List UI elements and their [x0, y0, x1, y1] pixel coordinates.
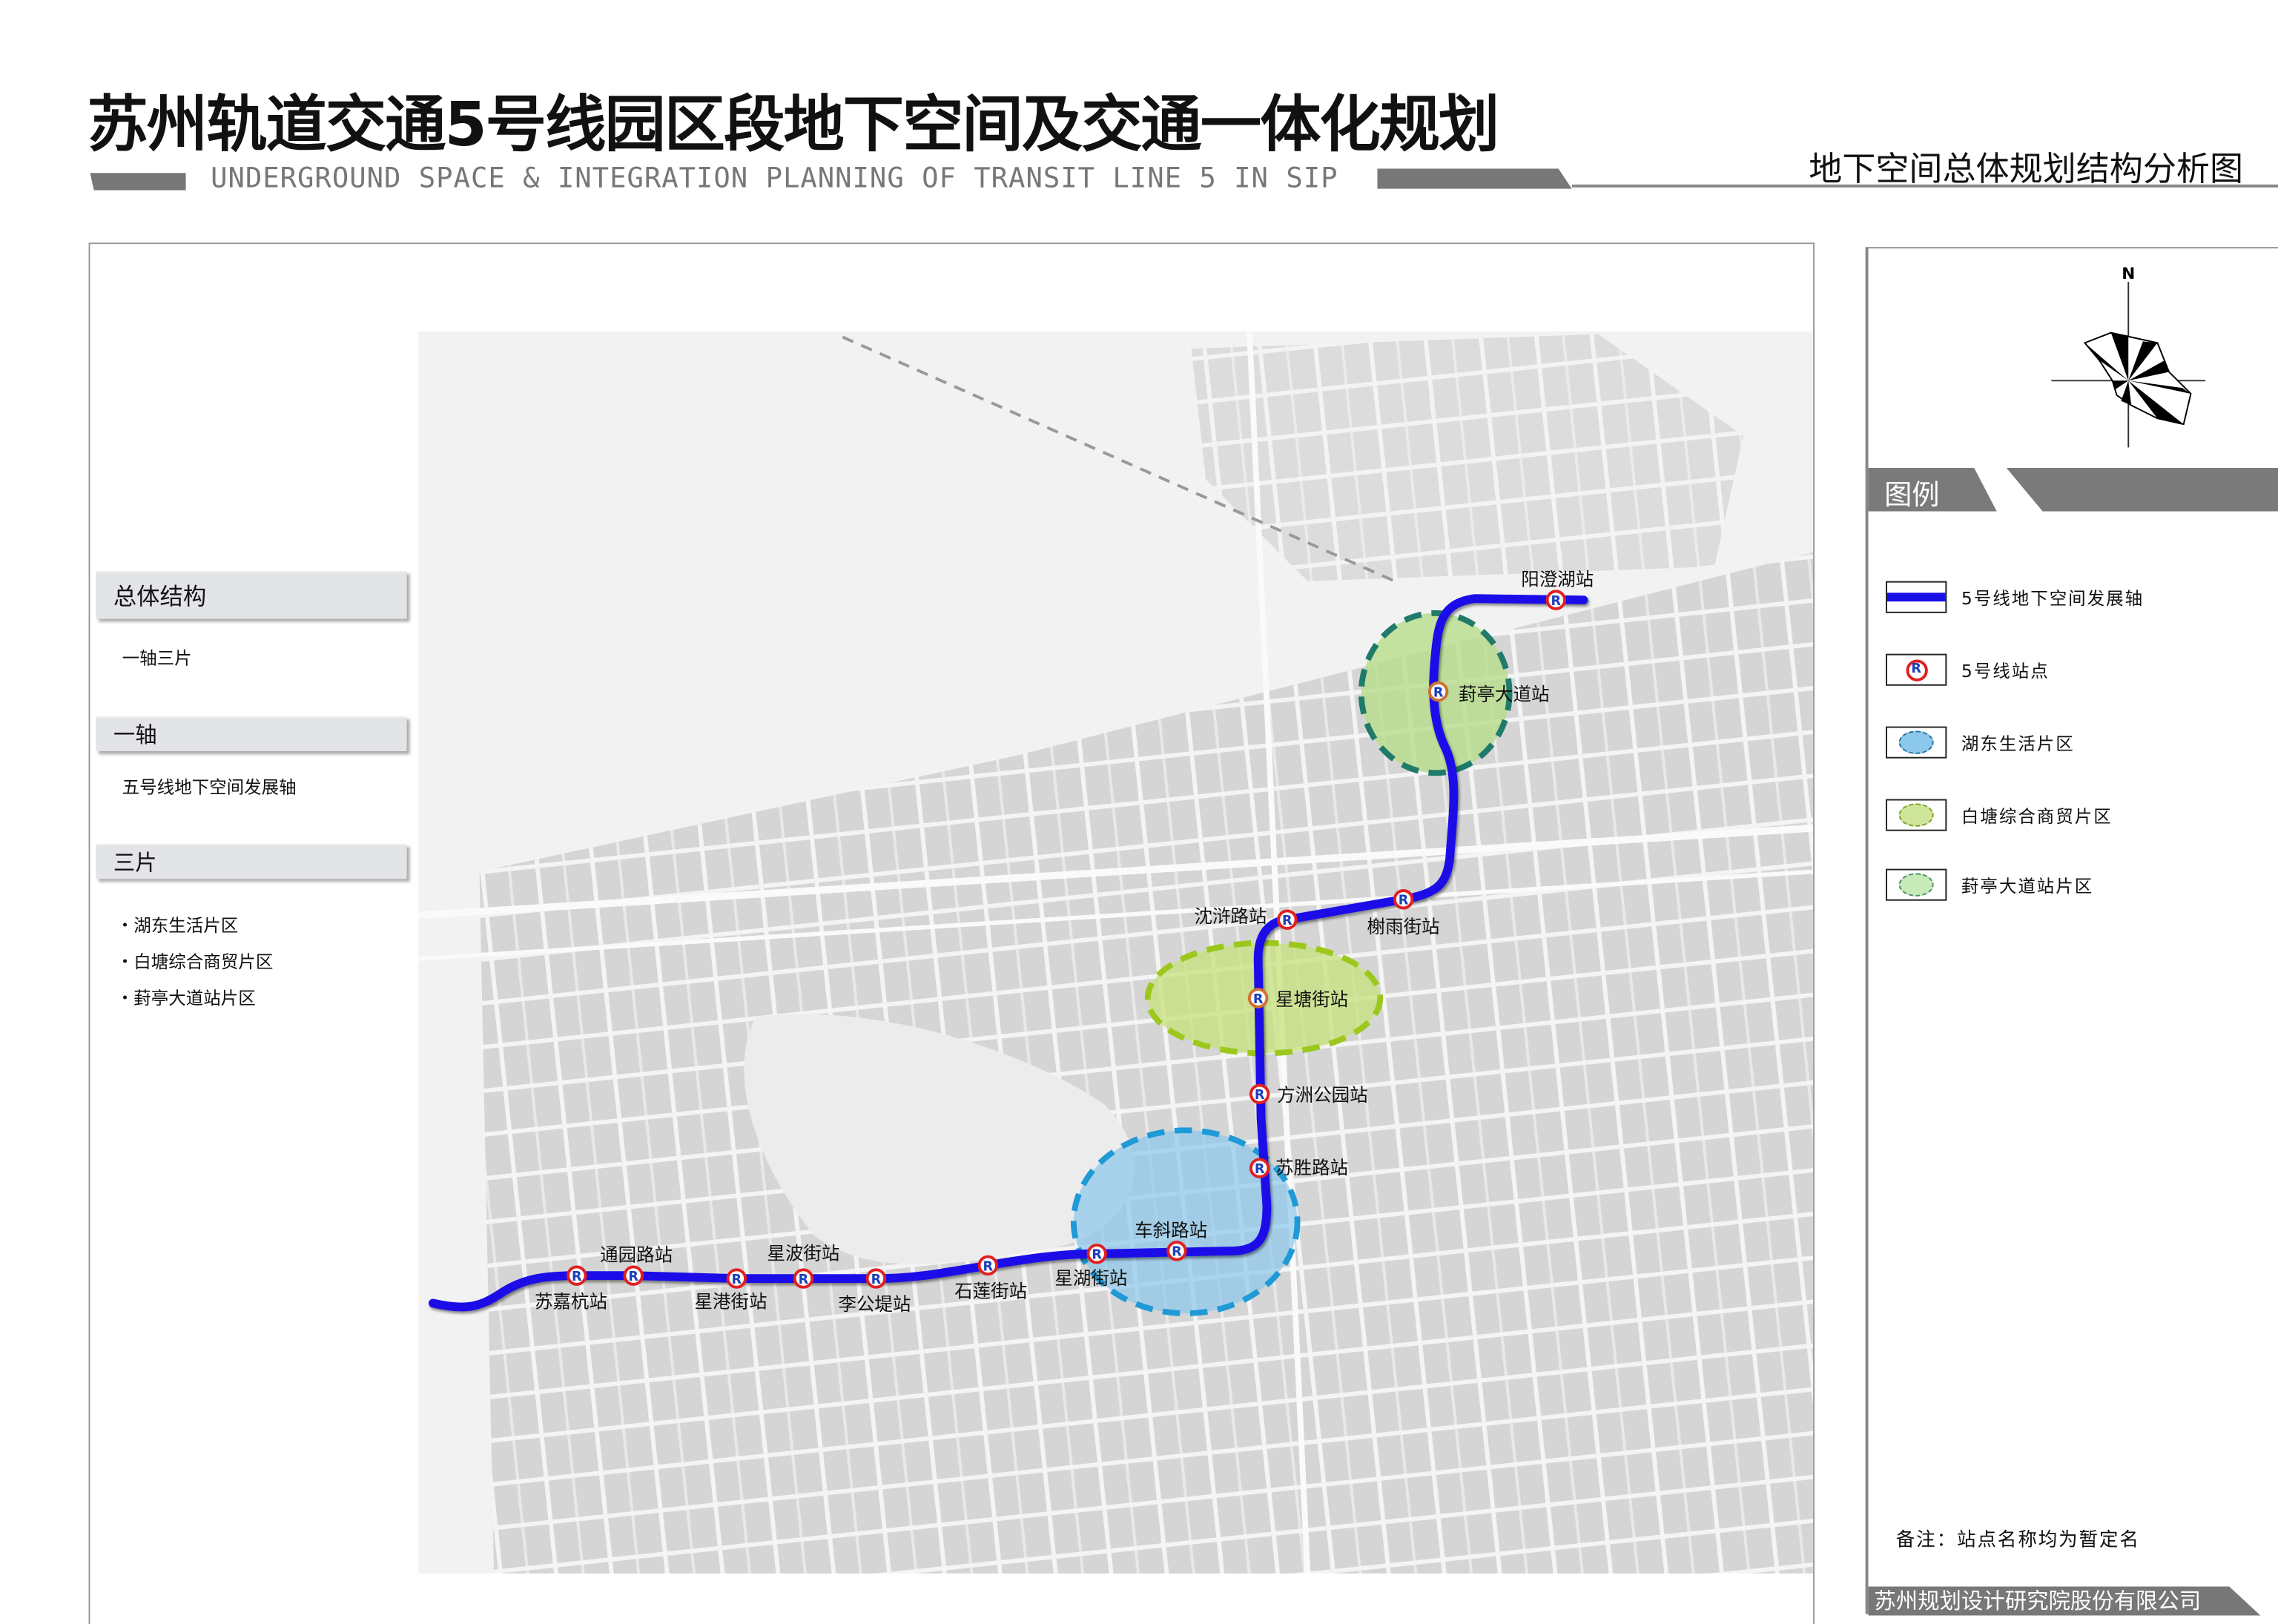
station-label[interactable]: 阳澄湖站 [1521, 569, 1594, 590]
legend-label: 5号线站点 [1961, 661, 2050, 681]
station-marker-icon[interactable] [623, 1265, 644, 1286]
page-subtitle: UNDERGROUND SPACE & INTEGRATION PLANNING… [211, 162, 1338, 195]
lime-zone-icon [1886, 799, 1947, 831]
section-heading-overall: 总体结构 [96, 570, 407, 619]
legend-header-bar [1868, 467, 2278, 512]
urban-blocks [479, 552, 1814, 1574]
station-marker-letter: R [1282, 914, 1292, 928]
section-text: 一轴三片 [122, 647, 192, 669]
station-label[interactable]: 车斜路站 [1135, 1219, 1207, 1241]
station-marker-letter: R [1433, 685, 1444, 700]
station-label[interactable]: 星港街站 [694, 1290, 767, 1312]
legend-title: 图例 [1884, 479, 1940, 512]
station-label[interactable]: 方洲公园站 [1277, 1084, 1367, 1106]
map-frame [88, 242, 1815, 1624]
legend-label: 湖东生活片区 [1961, 733, 2075, 754]
station-marker-icon[interactable] [793, 1268, 814, 1289]
station-marker-letter: R [1399, 894, 1409, 908]
road [418, 869, 1814, 962]
station-marker-letter: R [1253, 992, 1264, 1007]
footer-company: 苏州规划设计研究院股份有限公司 [1868, 1586, 2261, 1616]
section-text: 五号线地下空间发展轴 [122, 777, 297, 798]
station-marker-icon[interactable] [1086, 1244, 1107, 1264]
station-marker-icon[interactable] [567, 1265, 587, 1286]
station-label[interactable]: 沈浒路站 [1194, 905, 1267, 927]
legend-label: 5号线地下空间发展轴 [1961, 588, 2145, 609]
station-marker-icon[interactable] [1393, 889, 1414, 910]
station-marker-icon[interactable] [1249, 1083, 1270, 1104]
station-marker-icon[interactable] [1247, 988, 1269, 1009]
station-label[interactable]: 石莲街站 [954, 1281, 1027, 1302]
note-text: 备注：站点名称均为暂定名 [1895, 1530, 2140, 1552]
station-marker-icon[interactable] [1249, 1158, 1270, 1178]
station-marker-letter: R [1255, 1162, 1265, 1177]
station-label[interactable]: 通园路站 [600, 1244, 673, 1266]
jinji-lake [744, 1014, 1135, 1264]
urban-blocks [1191, 334, 1744, 581]
zone-list-item: ・湖东生活片区 [116, 915, 239, 936]
decor-bar [1377, 168, 1572, 189]
station-label[interactable]: 苏胜路站 [1275, 1157, 1348, 1178]
station-marker-letter: R [983, 1259, 993, 1274]
expressway [418, 824, 1814, 920]
green-zone-icon [1886, 868, 1947, 901]
page-title: 苏州轨道交通5号线园区段地下空间及交通一体化规划 [87, 88, 1500, 160]
decor-bar [90, 173, 186, 191]
sheet-title: 地下空间总体规划结构分析图 [1809, 151, 2244, 189]
zone-list-item: ・葑亭大道站片区 [116, 988, 256, 1009]
station-marker-icon[interactable] [865, 1268, 887, 1289]
north-label: N [2122, 265, 2135, 283]
station-label[interactable]: 苏嘉杭站 [535, 1290, 607, 1312]
station-label[interactable]: 葑亭大道站 [1459, 683, 1549, 704]
station-marker-icon[interactable] [1166, 1241, 1187, 1261]
station-marker-letter: R [628, 1270, 638, 1284]
north-arrow-icon: N [2051, 265, 2206, 448]
station-marker-icon[interactable] [1427, 681, 1449, 702]
station-marker-letter: R [732, 1273, 742, 1287]
station-marker-letter: R [572, 1270, 582, 1284]
station-marker-letter: R [1255, 1088, 1265, 1103]
legend-line-swatch [1886, 581, 1947, 613]
zone-hudong-living[interactable] [1070, 1127, 1301, 1317]
station-marker-letter: R [871, 1273, 882, 1287]
station-label[interactable]: 星湖街站 [1054, 1267, 1127, 1289]
station-marker-icon[interactable] [977, 1255, 998, 1276]
zone-list-item: ・白塘综合商贸片区 [116, 951, 274, 972]
station-marker-icon[interactable] [1545, 590, 1567, 610]
legend-panel [1865, 247, 2278, 1614]
blue-zone-icon [1886, 726, 1947, 759]
station-marker-letter: R [1551, 594, 1562, 609]
legend-label: 白塘综合商贸片区 [1961, 806, 2113, 827]
planning-map[interactable]: R 苏嘉杭站 R 通园路站 R 星港街站 R 星波街站 R 李公堤站 R 石莲街站 R 星湖街站 R 车斜路站… [418, 331, 1814, 1574]
station-marker-letter: R [799, 1273, 809, 1287]
section-heading-zones: 三片 [96, 844, 407, 879]
station-marker-icon: R [1886, 653, 1947, 686]
station-marker-icon[interactable] [1277, 909, 1298, 930]
station-label[interactable]: 榭雨街站 [1367, 916, 1440, 937]
divider [1571, 184, 2278, 188]
station-label[interactable]: 星塘街站 [1275, 988, 1348, 1010]
station-label[interactable]: 李公堤站 [838, 1293, 911, 1315]
station-marker-letter: R [1092, 1248, 1102, 1263]
station-marker-icon[interactable] [726, 1268, 747, 1289]
station-label[interactable]: 星波街站 [767, 1243, 839, 1264]
station-marker-letter: R [1172, 1245, 1182, 1260]
section-heading-axis: 一轴 [96, 716, 407, 751]
legend-label: 葑亭大道站片区 [1961, 876, 2094, 897]
